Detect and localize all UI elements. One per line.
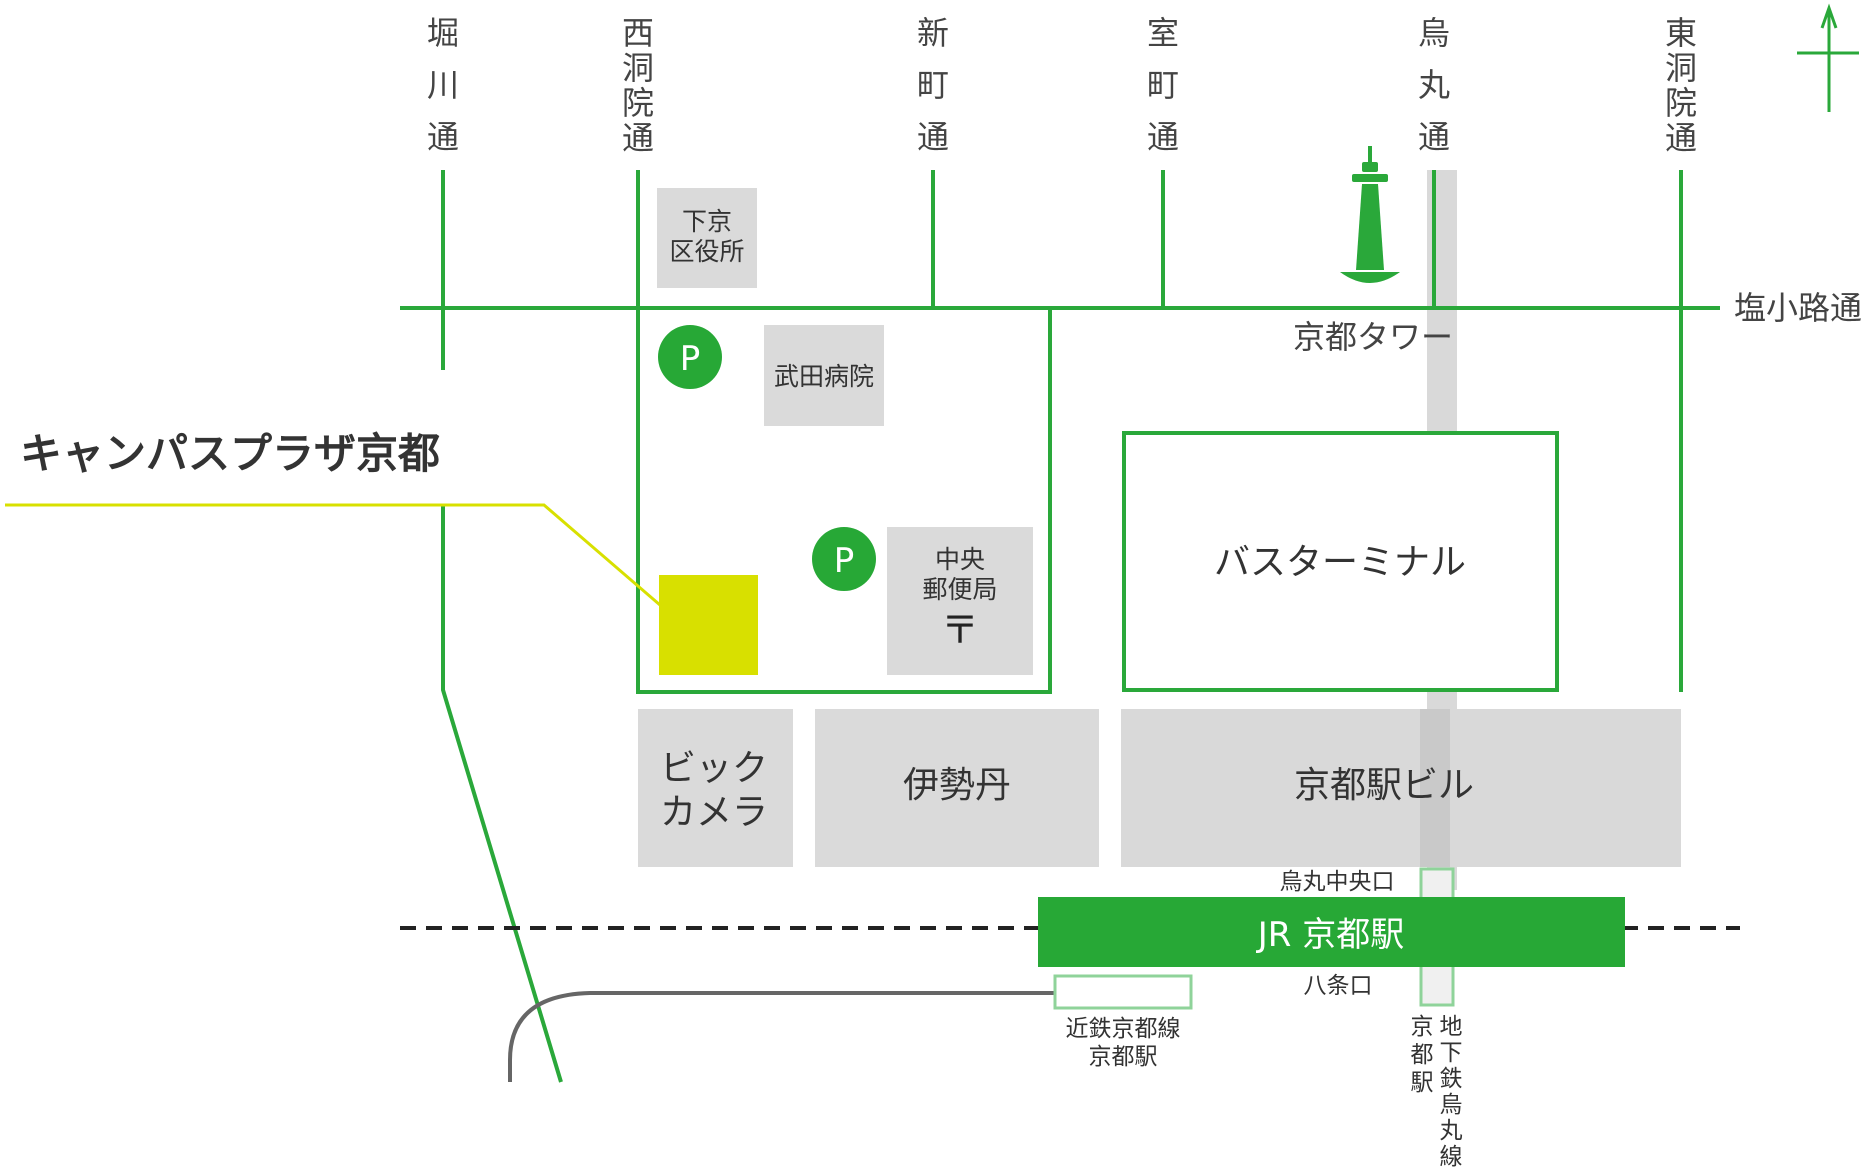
street-label-char: 川: [427, 66, 459, 104]
kintetsu-line: [508, 991, 1055, 1082]
north-arrow-icon: [1797, 3, 1859, 112]
subway-station-char-1: 京: [1411, 1014, 1434, 1040]
street-label-char: 洞: [1665, 49, 1697, 87]
street-label-karasuma: 烏丸通: [1418, 14, 1450, 156]
takeda-hospital-label: 武田病院: [774, 362, 874, 391]
takeda-hospital-block: [764, 325, 884, 426]
horikawa-dori-south: [441, 505, 563, 1083]
parking-icon: P: [658, 325, 722, 389]
station-building-label: 京都駅ビル: [1294, 765, 1474, 806]
campus-plaza-title: キャンパスプラザ京都: [20, 429, 440, 478]
kintetsu-label-2: 京都駅: [1089, 1044, 1158, 1070]
street-label-char: 洞: [622, 49, 654, 87]
bus-terminal-outline: [1122, 431, 1559, 692]
street-label-char: 丸: [1418, 66, 1450, 104]
street-label-char: 東: [1665, 14, 1697, 52]
bic-camera-block: [638, 709, 793, 867]
subway-line-char-4: 烏: [1440, 1092, 1463, 1118]
kintetsu-station-box: [1053, 974, 1193, 1010]
jr-station[interactable]: [1038, 897, 1625, 967]
street-label-char: 室: [1147, 14, 1179, 52]
kyoto-tower-label: 京都タワー: [1293, 318, 1453, 356]
subway-line-char-1: 地: [1440, 1014, 1463, 1040]
post-office-label-1: 中央: [935, 545, 985, 574]
hachijo-exit-label: 八条口: [1304, 973, 1373, 999]
post-office-icon: 〒: [941, 608, 979, 652]
jr-station-label: JR 京都駅: [1256, 915, 1404, 955]
isetan-block: [815, 709, 1099, 867]
shimogyo-label-1: 下京: [682, 207, 732, 236]
bus-terminal-label: バスターミナル: [1214, 542, 1466, 583]
bic-camera-label-1: ビック: [660, 748, 768, 789]
street-label-char: 西: [622, 14, 654, 52]
post-office-block: [887, 527, 1033, 675]
street-label-char: 院: [622, 84, 654, 122]
shiokoji-label: 塩小路通: [1734, 289, 1862, 327]
svg-text:P: P: [834, 541, 855, 581]
campus-plaza-site[interactable]: [659, 575, 758, 675]
subway-station-char-3: 駅: [1411, 1070, 1434, 1096]
street-label-char: 院: [1665, 84, 1697, 122]
street-label-char: 新: [917, 14, 949, 52]
street-label-char: 通: [917, 118, 949, 156]
kyoto-tower-icon: [1340, 146, 1400, 283]
street-label-char: 通: [1418, 118, 1450, 156]
svg-text:P: P: [680, 339, 701, 379]
parking-icon: P: [812, 527, 876, 591]
street-label-char: 通: [427, 118, 459, 156]
street-label-char: 町: [917, 66, 949, 104]
street-label-char: 町: [1147, 66, 1179, 104]
street-label-char: 通: [1147, 118, 1179, 156]
kintetsu-label-1: 近鉄京都線: [1066, 1016, 1181, 1042]
subway-station-char-2: 都: [1411, 1042, 1434, 1068]
bic-camera-label-2: カメラ: [660, 792, 768, 833]
street-label-horikawa: 堀川通: [427, 14, 459, 156]
leader-line: [5, 503, 661, 607]
subway-line-char-2: 下: [1440, 1040, 1463, 1066]
subway-line-char-5: 丸: [1440, 1118, 1463, 1144]
karasuma-exit-label: 烏丸中央口: [1280, 869, 1395, 895]
post-office-label-2: 郵便局: [922, 575, 997, 604]
street-label-shinmachi: 新町通: [917, 14, 949, 156]
subway-line-char-6: 線: [1440, 1144, 1463, 1168]
station-building-block: [1121, 709, 1681, 867]
street-label-char: 烏: [1418, 14, 1450, 52]
subway-band-overlay: [1420, 709, 1450, 867]
street-label-char: 堀: [427, 14, 459, 52]
street-label-char: 通: [622, 119, 654, 157]
street-label-char: 通: [1665, 119, 1697, 157]
isetan-label: 伊勢丹: [903, 765, 1011, 806]
shimogyo-office-block: [657, 188, 757, 288]
subway-line-char-3: 鉄: [1440, 1066, 1463, 1092]
campus-block-outline: [636, 306, 1052, 694]
street-label-muromachi: 室町通: [1147, 14, 1179, 156]
shimogyo-label-2: 区役所: [669, 237, 744, 266]
